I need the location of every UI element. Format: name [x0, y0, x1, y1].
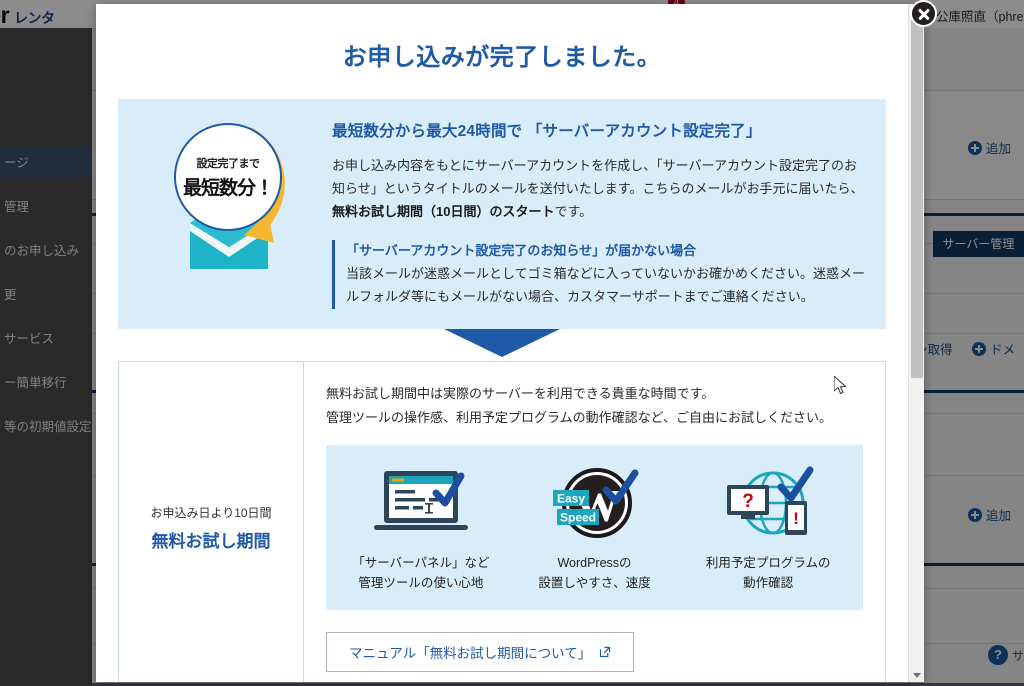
feature-caption-2-line2: 動作確認	[743, 576, 794, 591]
account-label[interactable]: 公庫照直（phre	[936, 10, 1024, 24]
note-heading: 「サーバーアカウント設定完了のお知らせ」が届かない場合	[346, 243, 697, 259]
feature-caption-1: WordPressの 設置しやすさ、速度	[538, 553, 650, 594]
modal-title: お申し込みが完了しました。	[342, 44, 662, 71]
feature-caption-0-line2: 管理ツールの使い心地	[358, 576, 484, 591]
site-logo[interactable]: ver レンタ	[0, 2, 55, 29]
info-body-part2: です。	[554, 204, 593, 220]
footer-accent-bar	[92, 683, 1024, 686]
speed-badge: 設定完了まで 最短数分！	[174, 123, 282, 231]
help-label: サ	[1012, 648, 1024, 663]
sidebar-item-5[interactable]: ー簡単移行	[4, 376, 67, 390]
scroll-down-button[interactable]	[909, 668, 924, 682]
modal-content: お申し込みが完了しました。	[96, 4, 908, 682]
plus-circle-icon	[972, 341, 986, 356]
feature-caption-0: 「サーバーパネル」など 管理ツールの使い心地	[352, 553, 489, 594]
info-panel-illustration: 設定完了まで 最短数分！	[138, 117, 328, 297]
background-sidebar: ージ 管理 のお申し込み 更 サービス ー簡単移行 等の初期値設定	[0, 28, 92, 686]
wp-badge-easy: Easy	[556, 492, 584, 506]
plus-circle-icon	[968, 140, 982, 155]
section-divider	[118, 328, 886, 357]
feature-item-2: ? ! 利用予定プログラムの	[681, 463, 855, 594]
add-button-2-label: 追加	[986, 509, 1012, 523]
trial-period-content: 無料お試し期間中は実際のサーバーを利用できる貴重な時間です。 管理ツールの操作感…	[304, 362, 885, 682]
add-domain-button[interactable]: ドメ	[972, 339, 1015, 358]
add-button-1[interactable]: 追加	[968, 138, 1011, 157]
sidebar-item-6[interactable]: 等の初期値設定	[4, 420, 92, 434]
plus-circle-icon	[968, 507, 982, 522]
svg-text:?: ?	[742, 491, 754, 512]
logo-sub-text: レンタ	[14, 10, 55, 26]
sidebar-item-3[interactable]: 更	[4, 288, 17, 302]
add-button-2[interactable]: 追加	[968, 505, 1011, 524]
help-button[interactable]: ? サ	[988, 645, 1024, 665]
server-management-tab[interactable]: サーバー管理	[933, 231, 1024, 257]
manual-link-label: マニュアル「無料お試し期間について」	[349, 645, 592, 661]
wp-badge-speed: Speed	[559, 511, 595, 525]
sidebar-item-2[interactable]: のお申し込み	[4, 244, 80, 258]
info-panel-text: 最短数分から最大24時間で 「サーバーアカウント設定完了」 お申し込み内容をもと…	[332, 117, 866, 309]
info-body-part1: お申し込み内容をもとにサーバーアカウントを作成し、「サーバーアカウント設定完了の…	[332, 158, 864, 197]
trial-period-big: 無料お試し期間	[151, 531, 271, 551]
manual-link-button[interactable]: マニュアル「無料お試し期間について」	[326, 631, 635, 672]
arrow-down-icon	[444, 328, 560, 357]
feature-item-0: 「サーバーパネル」など 管理ツールの使い心地	[334, 463, 508, 594]
trial-lead-line2: 管理ツールの操作感、利用予定プログラムの動作確認など、ご自由にお試しください。	[326, 409, 832, 425]
question-circle-icon: ?	[988, 645, 1008, 665]
feature-item-1: W Easy Speed WordPressの	[508, 463, 682, 594]
logo-main-text: ver	[0, 2, 10, 28]
laptop-check-icon	[366, 463, 476, 543]
trial-period-label: お申込み日より10日間 無料お試し期間	[119, 361, 304, 682]
info-panel-note: 「サーバーアカウント設定完了のお知らせ」が届かない場合 当該メールが迷惑メールと…	[332, 240, 866, 309]
triangle-down-icon	[913, 672, 921, 678]
info-panel-body: お申し込み内容をもとにサーバーアカウントを作成し、「サーバーアカウント設定完了の…	[332, 154, 866, 223]
modal-scrollbar[interactable]	[908, 4, 924, 682]
info-panel: 設定完了まで 最短数分！ 最短数分から最大24時間で 「サーバーアカウント設定完…	[118, 99, 886, 329]
close-modal-button[interactable]	[910, 0, 937, 27]
trial-period-small: お申込み日より10日間	[150, 505, 272, 520]
feature-caption-1-line1: WordPressの	[557, 556, 632, 571]
scrollbar-thumb[interactable]	[911, 18, 923, 378]
wordpress-check-icon: W Easy Speed	[540, 463, 650, 543]
feature-caption-1-line2: 設置しやすさ、速度	[538, 576, 651, 591]
close-icon	[917, 7, 931, 21]
trial-lead-line1: 無料お試し期間中は実際のサーバーを利用できる貴重な時間です。	[326, 385, 715, 401]
modal-scroll-port: お申し込みが完了しました。	[96, 4, 908, 682]
note-body: 当該メールが迷惑メールとしてゴミ箱などに入っていないかお確かめください。迷惑メー…	[346, 266, 865, 305]
info-panel-heading: 最短数分から最大24時間で 「サーバーアカウント設定完了」	[332, 123, 762, 140]
completion-modal: お申し込みが完了しました。	[96, 4, 924, 682]
feature-caption-2: 利用予定プログラムの 動作確認	[706, 553, 831, 594]
mouse-cursor	[834, 376, 847, 395]
trial-period-section: お申込み日より10日間 無料お試し期間 無料お試し期間中は実際のサーバーを利用で…	[118, 360, 886, 682]
domain-acquire-label[interactable]: ン取得	[915, 343, 953, 357]
add-domain-label: ドメ	[990, 343, 1016, 357]
svg-text:!: !	[793, 509, 799, 528]
sidebar-item-0[interactable]: ージ	[0, 148, 92, 178]
feature-strip: 「サーバーパネル」など 管理ツールの使い心地	[326, 445, 863, 610]
feature-caption-0-line1: 「サーバーパネル」など	[352, 556, 490, 571]
sidebar-item-1[interactable]: 管理	[4, 200, 30, 214]
add-button-1-label: 追加	[986, 142, 1012, 156]
info-body-bold: 無料お試し期間（10日間）のスタート	[332, 204, 555, 220]
speed-badge-line2: 最短数分！	[182, 177, 274, 199]
external-link-icon	[599, 646, 611, 658]
sidebar-item-4[interactable]: サービス	[4, 332, 55, 346]
feature-caption-2-line1: 利用予定プログラムの	[705, 556, 831, 571]
speed-badge-line1: 設定完了まで	[196, 157, 261, 170]
globe-devices-check-icon: ? !	[713, 463, 823, 543]
